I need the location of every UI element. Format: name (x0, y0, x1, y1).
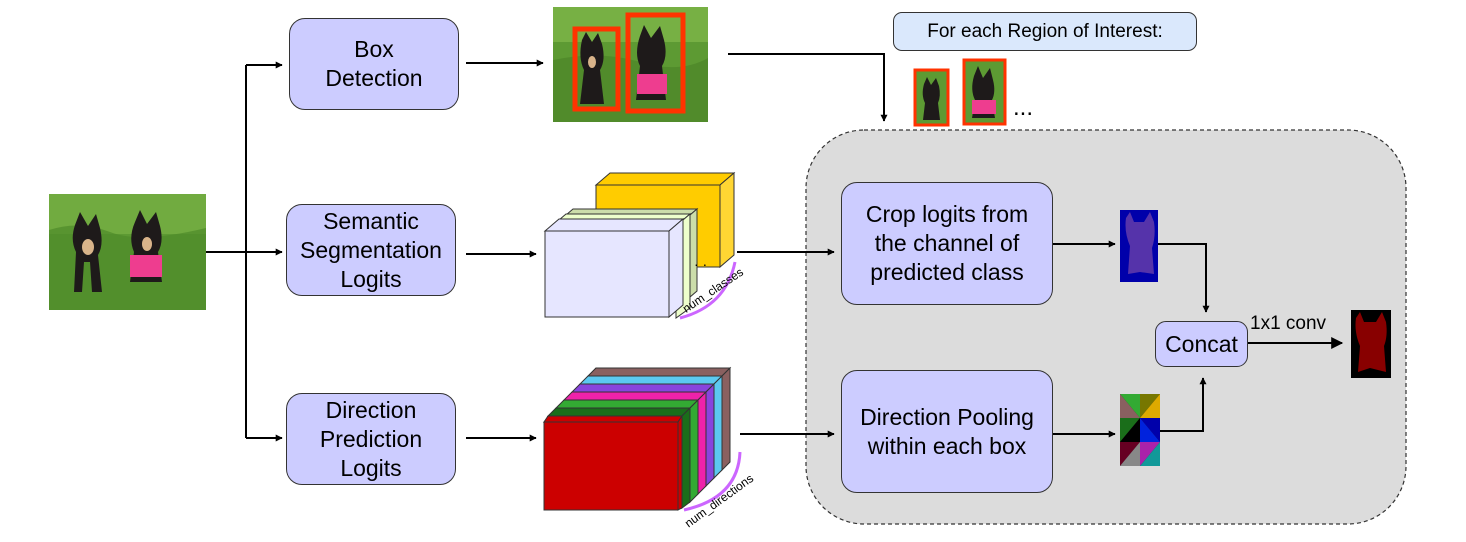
concat-node: Concat (1155, 321, 1248, 367)
conv-label: 1x1 conv (1250, 313, 1327, 334)
semantic-logits-stack (543, 171, 737, 320)
direction-pooling-node: Direction Pooling within each box (841, 370, 1053, 493)
crop-mask-icon (1120, 210, 1158, 282)
direction-pool-icon (1120, 394, 1160, 466)
instance-mask-icon (1351, 310, 1391, 378)
semantic-logits-node: Semantic Segmentation Logits (286, 204, 456, 296)
connectors (206, 53, 1344, 442)
detected-boxes-photo-icon (553, 7, 708, 122)
roi-crop-icon (913, 58, 1007, 127)
roi-banner: For each Region of Interest: (893, 12, 1197, 51)
box-detection-node: Box Detection (289, 18, 459, 110)
stack-dots: · · (694, 256, 708, 272)
direction-logits-node: Direction Prediction Logits (286, 393, 456, 485)
crop-logits-node: Crop logits from the channel of predicte… (841, 182, 1053, 305)
crop-ellipsis: ... (1013, 94, 1034, 121)
dogs-photo-icon (49, 194, 206, 310)
direction-logits-stack (542, 366, 742, 512)
